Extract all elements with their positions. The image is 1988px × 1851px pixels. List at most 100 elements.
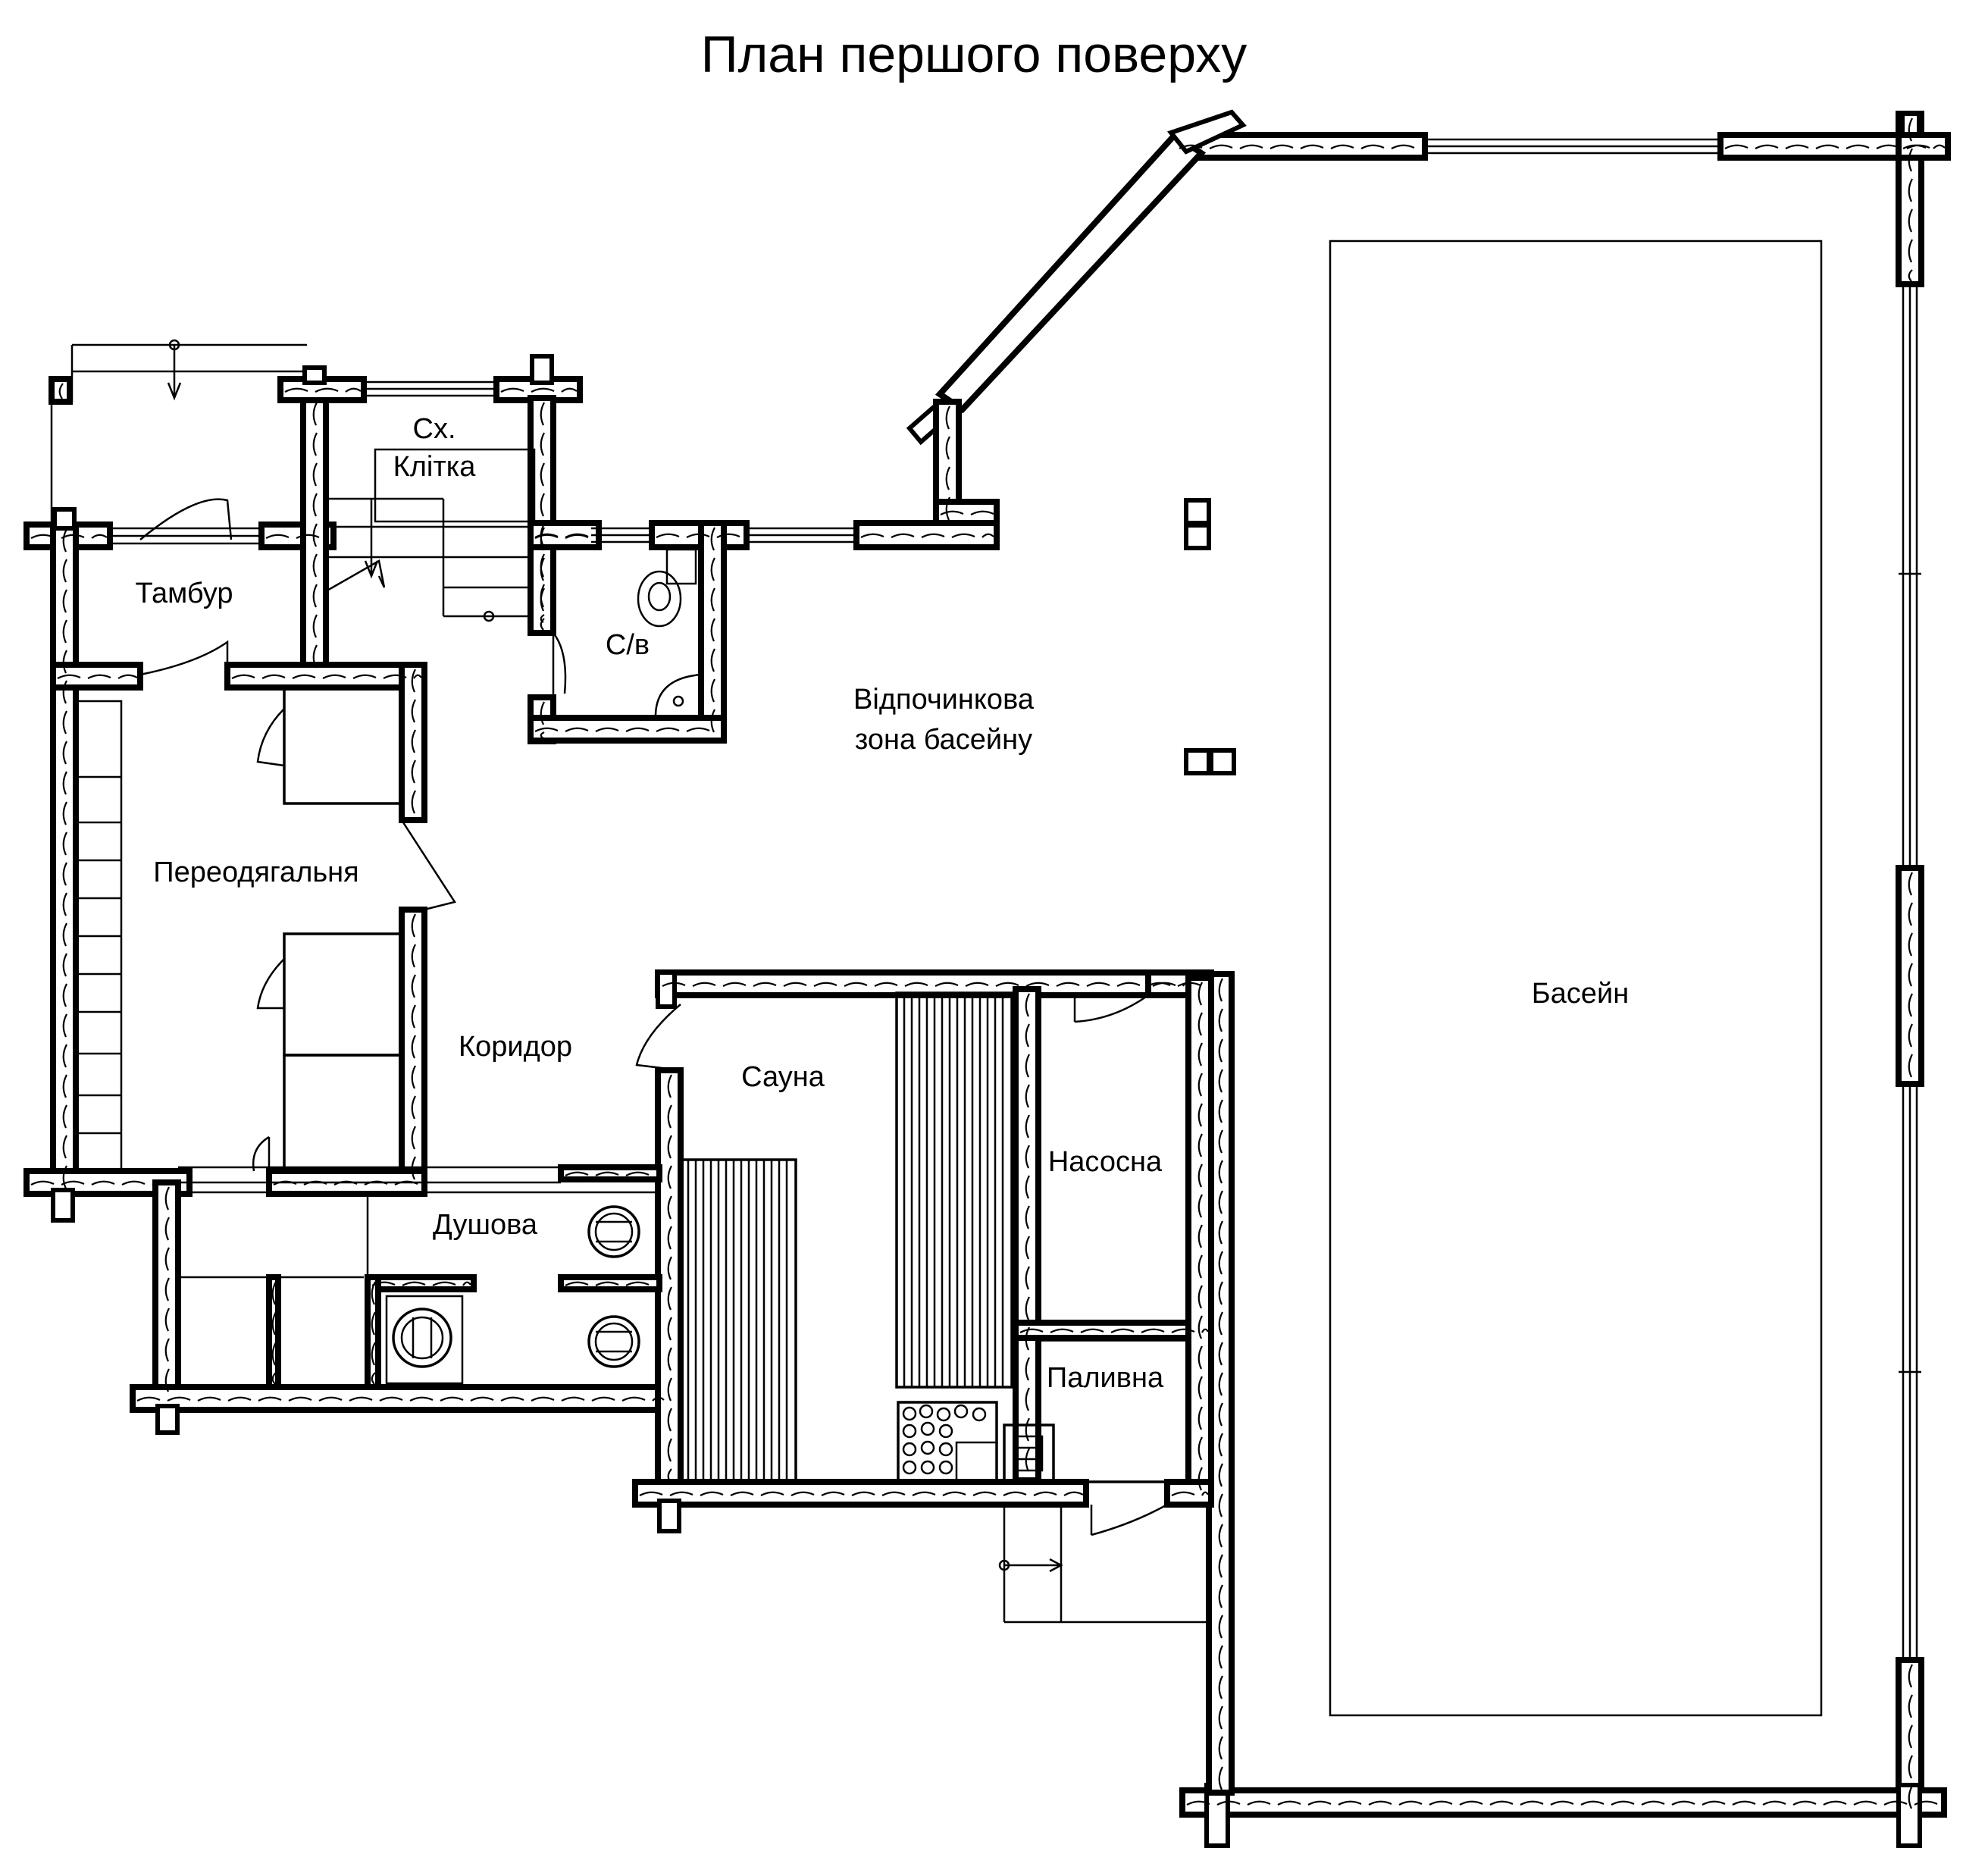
wall-grain-stroke xyxy=(1186,1800,1938,1806)
label-stair-2: Клітка xyxy=(393,451,477,483)
bench-icon xyxy=(74,700,123,1173)
wall-grain-stroke xyxy=(945,406,950,521)
label-sauna: Сауна xyxy=(741,1061,825,1093)
rear-steps xyxy=(998,1505,1209,1624)
wall-grain-stroke xyxy=(1724,144,1930,149)
sauna-upper-bench xyxy=(895,991,1013,1389)
window-lounge-west xyxy=(747,527,856,543)
wall-grain-stroke xyxy=(1908,872,1913,1078)
label-pool: Басейн xyxy=(1532,978,1629,1010)
window-stair xyxy=(364,381,500,397)
fuel-door[interactable] xyxy=(1090,1503,1168,1536)
wall-left-cap xyxy=(52,507,77,531)
shower-door[interactable] xyxy=(252,1135,271,1172)
label-fuel: Паливна xyxy=(1047,1362,1164,1394)
wall-grain-stroke xyxy=(1908,1664,1913,1809)
wall-grain-stroke xyxy=(62,528,67,1189)
wall-grain-stroke xyxy=(500,387,578,393)
wall-grain-stroke xyxy=(1908,117,1913,282)
wall-grain-stroke xyxy=(1218,978,1223,1790)
wall-pump-fuel xyxy=(1013,1320,1214,1341)
wall-right-top-h xyxy=(1896,132,1951,161)
wall-grain-stroke xyxy=(1025,993,1030,1472)
window-wc xyxy=(591,527,652,543)
wall-grain-stroke xyxy=(1902,144,1946,149)
wall-wc-right xyxy=(698,520,727,742)
sauna-lower-bench xyxy=(679,1158,797,1483)
label-stair-1: Сх. xyxy=(413,413,456,445)
wall-grain-stroke xyxy=(58,383,64,399)
wall-grain-stroke xyxy=(231,674,422,679)
wall-grain-stroke xyxy=(273,1180,418,1185)
wall-grain-stroke xyxy=(284,387,362,393)
wall-grain-stroke xyxy=(940,510,994,515)
wall-sauna-pump xyxy=(1013,986,1041,1483)
wall-grain-stroke xyxy=(710,527,715,733)
wall-grain-stroke xyxy=(371,1281,471,1286)
vestibule-door[interactable] xyxy=(139,640,229,676)
label-pump: Насосна xyxy=(1048,1146,1163,1178)
tub-icon xyxy=(385,1205,640,1385)
wall-bottom xyxy=(1179,1787,1947,1818)
wall-grain-stroke xyxy=(565,1171,650,1176)
shower-room xyxy=(177,1164,662,1390)
wall-grain-stroke xyxy=(540,527,545,631)
wall-shower-left xyxy=(152,1179,181,1398)
wall-grain-stroke xyxy=(667,1074,672,1483)
shower-tray-icon xyxy=(654,673,703,718)
label-corridor: Коридор xyxy=(459,1031,572,1063)
wall-grain-stroke xyxy=(534,533,589,538)
doors xyxy=(139,498,457,1172)
wall-grain-stroke xyxy=(57,674,138,679)
sauna-block xyxy=(632,969,1214,1624)
label-lounge-2: зона басейну xyxy=(855,724,1032,756)
wall-grain-stroke xyxy=(1197,982,1203,1491)
locker-door-1[interactable] xyxy=(256,708,285,767)
wall-sauna-top-cap xyxy=(656,970,677,1009)
wall-grain-stroke xyxy=(265,534,320,539)
wall-grain-stroke xyxy=(540,701,545,739)
locker-icon xyxy=(283,684,403,1173)
room-labels: Сх. Клітка Тамбур С/в Відпочинкова зона … xyxy=(136,413,1630,1394)
plan-title: План першого поверху xyxy=(701,26,1248,83)
porch xyxy=(50,339,307,531)
label-changing: Переодягальня xyxy=(153,857,358,888)
wall-sauna-bottom-post xyxy=(657,1499,681,1533)
columns xyxy=(1184,498,1236,775)
pool-basin xyxy=(1329,240,1823,1717)
wall-grain-stroke xyxy=(30,1180,176,1185)
wall-grain xyxy=(30,117,1946,1809)
wall-changing-post xyxy=(51,1188,75,1223)
wall-stair-cap xyxy=(530,354,554,385)
wall-shower-post xyxy=(155,1404,180,1435)
wall-grain-stroke xyxy=(411,913,416,1180)
label-lounge-1: Відпочинкова xyxy=(853,684,1035,716)
wall-grain-stroke xyxy=(411,669,416,814)
wall-grain-stroke xyxy=(565,1281,650,1286)
sauna-door[interactable] xyxy=(635,1004,681,1072)
window-top xyxy=(1425,138,1720,155)
wall-grain-stroke xyxy=(164,1186,170,1392)
wall-porch-left-post xyxy=(49,376,73,405)
changing-door[interactable] xyxy=(400,819,457,911)
wall-grain-stroke xyxy=(1019,1328,1209,1333)
wall-grain-stroke xyxy=(271,1281,277,1385)
label-wc: С/в xyxy=(606,629,650,661)
toilet-icon xyxy=(637,548,697,628)
wall-grain-stroke xyxy=(534,727,710,732)
wall-grain-stroke xyxy=(371,1281,376,1385)
locker-door-2[interactable] xyxy=(256,958,285,1010)
wall-grain-stroke xyxy=(136,1396,665,1402)
wall-grain-stroke xyxy=(860,533,994,538)
entry-door[interactable] xyxy=(139,498,233,540)
wall-grain-stroke xyxy=(1152,982,1190,987)
wall-shower-sauna-1 xyxy=(558,1164,662,1182)
wall-diagonal xyxy=(935,130,1207,414)
wall-grain-stroke xyxy=(1171,1491,1209,1496)
stair xyxy=(325,448,536,622)
label-vestibule: Тамбур xyxy=(136,578,233,609)
window-right-1 xyxy=(1899,284,1921,868)
window-right-2 xyxy=(1899,1084,1921,1660)
pump-door[interactable] xyxy=(1073,994,1149,1023)
